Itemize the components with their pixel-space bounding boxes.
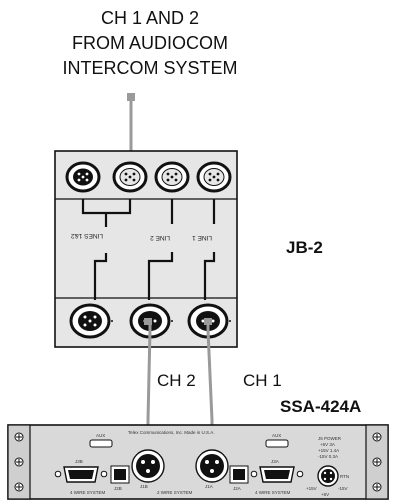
pin-plus6-label: +6V	[321, 492, 329, 497]
junction-box: LINES 1&2 LINE 2 LINE 1	[54, 150, 238, 348]
top-connector-2	[112, 161, 148, 193]
top-connector-3	[154, 161, 190, 193]
pin-minus15-label: -15V	[338, 486, 348, 491]
power-line-3: -15V 0.3A	[318, 454, 338, 459]
source-caption: CH 1 AND 2 FROM AUDIOCOM INTERCOM SYSTEM	[0, 6, 300, 81]
rack-screw-icon	[14, 432, 382, 492]
j3b-label: J3B	[75, 459, 83, 464]
power-line-2: +15V 1.4A	[318, 448, 339, 453]
two-wire-label: 2 WIRE SYSTEM	[157, 490, 193, 495]
pin-plus15-label: +15V	[306, 486, 317, 491]
line-label-1: LINE 1	[192, 234, 212, 241]
j3a-connector	[250, 466, 304, 483]
j3a-label: J3A	[271, 459, 279, 464]
internal-wiring	[81, 199, 216, 300]
j1b-label: J1B	[140, 484, 148, 489]
feed-cable-end	[127, 93, 135, 101]
ssa-panel: AUX AUX Telex Communications, Inc. Made …	[7, 424, 389, 500]
bottom-connector-1	[69, 303, 113, 339]
caption-line-2: FROM AUDIOCOM	[72, 33, 228, 53]
four-wire-label-left: 4 WIRE SYSTEM	[70, 490, 106, 495]
j1b-xlr-connector	[131, 449, 165, 483]
j3b-connector	[54, 466, 108, 483]
aux-port-left	[89, 439, 113, 448]
power-connector	[317, 465, 339, 487]
aux-port-right	[265, 439, 289, 448]
pin-rtn-label: RTN	[340, 474, 349, 479]
j2a-connector	[229, 465, 249, 484]
caption-line-1: CH 1 AND 2	[100, 8, 200, 28]
ch2-label: CH 2	[157, 371, 196, 390]
four-wire-label-right: 4 WIRE SYSTEM	[255, 490, 291, 495]
line-label-1-2: LINES 1&2	[70, 232, 103, 239]
j2b-connector	[110, 465, 130, 484]
j2a-label: J2A	[233, 486, 241, 491]
junction-box-label: JB-2	[286, 238, 323, 257]
power-title: J5 POWER	[318, 436, 342, 441]
aux-label-left: AUX	[96, 433, 105, 438]
power-line-1: +6V 3A	[320, 442, 335, 447]
manufacturer-label: Telex Communications, Inc. Made in U.S.A…	[128, 430, 215, 435]
top-connector-1	[65, 161, 101, 193]
j1a-xlr-connector	[195, 449, 229, 483]
line-label-2: LINE 2	[150, 234, 170, 241]
caption-line-3: INTERCOM SYSTEM	[62, 58, 238, 78]
aux-label-right: AUX	[272, 433, 281, 438]
ch1-label: CH 1	[243, 371, 282, 390]
j1a-label: J1A	[205, 484, 213, 489]
panel-label: SSA-424A	[280, 397, 362, 416]
top-connector-4	[196, 161, 232, 193]
j2b-label: J2B	[114, 486, 122, 491]
ch1-cable-end	[204, 318, 212, 325]
ch2-cable-end	[144, 318, 152, 325]
